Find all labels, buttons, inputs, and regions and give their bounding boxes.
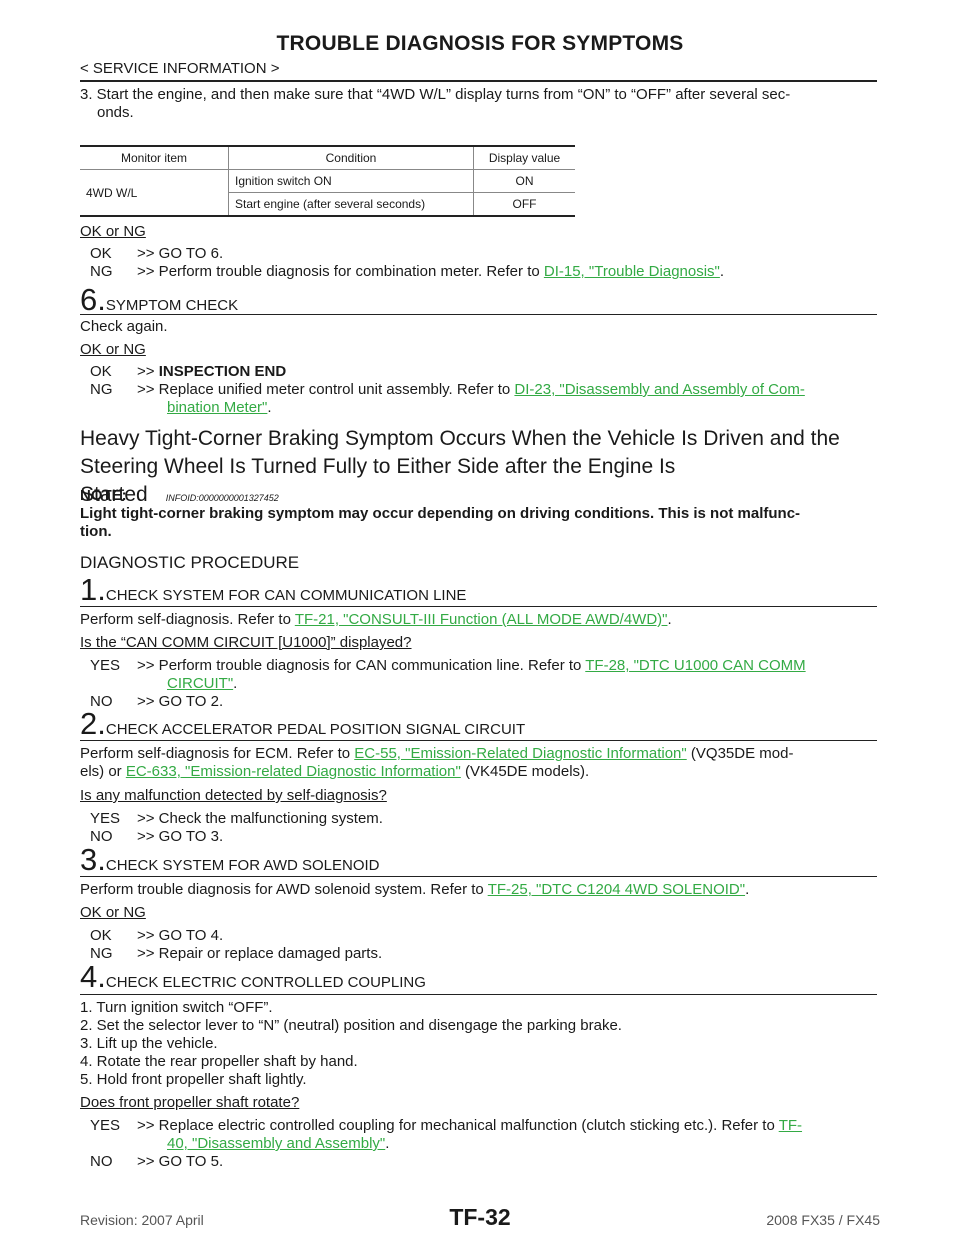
ref-link[interactable]: TF-21, "CONSULT-III Function (ALL MODE A…: [294, 611, 668, 628]
col-header-display-value: Display value: [473, 147, 575, 170]
procedure-title: DIAGNOSTIC PROCEDURE: [80, 553, 300, 572]
inspection-end: INSPECTION END: [158, 363, 287, 380]
col-header-monitor-item: Monitor item: [80, 147, 229, 170]
col-header-condition: Condition: [228, 147, 474, 170]
step-divider: [80, 994, 877, 995]
step-number: 3.: [80, 842, 106, 877]
list-item: 3. Lift up the vehicle.: [80, 1035, 218, 1052]
step-title: CHECK SYSTEM FOR AWD SOLENOID: [105, 857, 380, 874]
response-block: YES>> Replace electric controlled coupli…: [90, 1117, 803, 1170]
step-title: CHECK ELECTRIC CONTROLLED COUPLING: [105, 974, 426, 991]
page-number: TF-32: [449, 1204, 511, 1230]
section-heading: Heavy Tight-Corner Braking Symptom Occur…: [80, 427, 840, 506]
step-title: CHECK SYSTEM FOR CAN COMMUNICATION LINE: [105, 587, 467, 604]
ref-link[interactable]: TF-: [778, 1117, 803, 1134]
list-item: 5. Hold front propeller shaft lightly.: [80, 1071, 307, 1088]
condition-cell: Start engine (after several seconds): [228, 192, 474, 215]
step-number: 6.: [80, 282, 106, 317]
step-divider: [80, 606, 877, 607]
step-divider: [80, 740, 877, 741]
step4-list: 1. Turn ignition switch “OFF”. 2. Set th…: [80, 999, 877, 1089]
step-title: SYMPTOM CHECK: [105, 297, 239, 314]
ng-key: NG: [90, 263, 113, 280]
info-id: INFOID:0000000001327452: [165, 493, 279, 503]
ok-key: OK: [90, 245, 112, 262]
step2-body: Perform self-diagnosis for ECM. Refer to…: [80, 745, 794, 780]
value-cell: ON: [473, 169, 575, 193]
condition-cell: Ignition switch ON: [228, 169, 474, 193]
step1-heading: 1.CHECK SYSTEM FOR CAN COMMUNICATION LIN…: [80, 572, 466, 608]
monitor-item-cell: 4WD W/L: [80, 169, 229, 215]
step-divider: [80, 876, 877, 877]
ref-link[interactable]: DI-15, "Trouble Diagnosis": [543, 263, 720, 280]
step3-line2: onds.: [97, 104, 134, 121]
step-divider: [80, 314, 877, 315]
section-label: < SERVICE INFORMATION >: [80, 60, 280, 77]
response-block: OK>> GO TO 4. NG>> Repair or replace dam…: [90, 927, 383, 962]
step-title: CHECK ACCELERATOR PEDAL POSITION SIGNAL …: [105, 721, 526, 738]
step4-heading: 4.CHECK ELECTRIC CONTROLLED COUPLING: [80, 959, 426, 995]
step-number: 4.: [80, 959, 106, 994]
ref-link[interactable]: EC-633, "Emission-related Diagnostic Inf…: [125, 763, 461, 780]
response-block: YES>> Check the malfunctioning system. N…: [90, 810, 383, 845]
ref-link[interactable]: 40, "Disassembly and Assembly": [167, 1135, 386, 1152]
revision-label: Revision: 2007 April: [80, 1212, 204, 1228]
question: Does front propeller shaft rotate?: [80, 1094, 300, 1111]
ref-link[interactable]: bination Meter": [167, 399, 268, 416]
response-block: YES>> Perform trouble diagnosis for CAN …: [90, 657, 806, 710]
ref-link[interactable]: TF-25, "DTC C1204 4WD SOLENOID": [487, 881, 746, 898]
ok-ng-label: OK or NG: [80, 904, 146, 921]
ok-ng-label: OK or NG: [80, 223, 146, 240]
page-title: TROUBLE DIAGNOSIS FOR SYMPTOMS: [276, 32, 684, 55]
ok-ng-label: OK or NG: [80, 341, 146, 358]
response-block: OK >> GO TO 6. NG >> Perform trouble diagn…: [90, 245, 725, 280]
list-item: 2. Set the selector lever to “N” (neutra…: [80, 1017, 622, 1034]
note: NOTE: Light tight-corner braking symptom…: [80, 487, 801, 540]
list-item: 1. Turn ignition switch “OFF”.: [80, 999, 273, 1016]
step3-body: Perform trouble diagnosis for AWD soleno…: [80, 881, 750, 898]
ref-link[interactable]: TF-28, "DTC U1000 CAN COMM: [585, 657, 806, 674]
step6-body: Check again.: [80, 318, 168, 335]
question: Is the “CAN COMM CIRCUIT [U1000]” displa…: [80, 634, 412, 651]
step3-intro: 3. Start the engine, and then make sure …: [80, 86, 877, 122]
step3-heading: 3.CHECK SYSTEM FOR AWD SOLENOID: [80, 842, 380, 878]
model-label: 2008 FX35 / FX45: [766, 1212, 880, 1228]
response-block: OK>> INSPECTION END NG>> Replace unified…: [90, 363, 805, 416]
step3-line1: 3. Start the engine, and then make sure …: [80, 86, 791, 103]
step-number: 2.: [80, 706, 106, 741]
ok-text: >> GO TO 6.: [137, 245, 224, 262]
ref-link[interactable]: DI-23, "Disassembly and Assembly of Com-: [514, 381, 805, 398]
step2-heading: 2.CHECK ACCELERATOR PEDAL POSITION SIGNA…: [80, 706, 525, 742]
ref-link[interactable]: EC-55, "Emission-Related Diagnostic Info…: [354, 745, 687, 762]
header-divider: [80, 80, 877, 82]
list-item: 4. Rotate the rear propeller shaft by ha…: [80, 1053, 358, 1070]
question: Is any malfunction detected by self-diag…: [80, 787, 387, 804]
monitor-table: Monitor item Condition Display value 4WD…: [80, 145, 575, 217]
value-cell: OFF: [512, 197, 537, 211]
step1-body: Perform self-diagnosis. Refer to TF-21, …: [80, 611, 672, 628]
ng-text: >> Perform trouble diagnosis for combina…: [137, 263, 544, 280]
step6-heading: 6.SYMPTOM CHECK: [80, 282, 238, 318]
ref-link[interactable]: CIRCUIT": [167, 675, 234, 692]
step-number: 1.: [80, 572, 106, 607]
